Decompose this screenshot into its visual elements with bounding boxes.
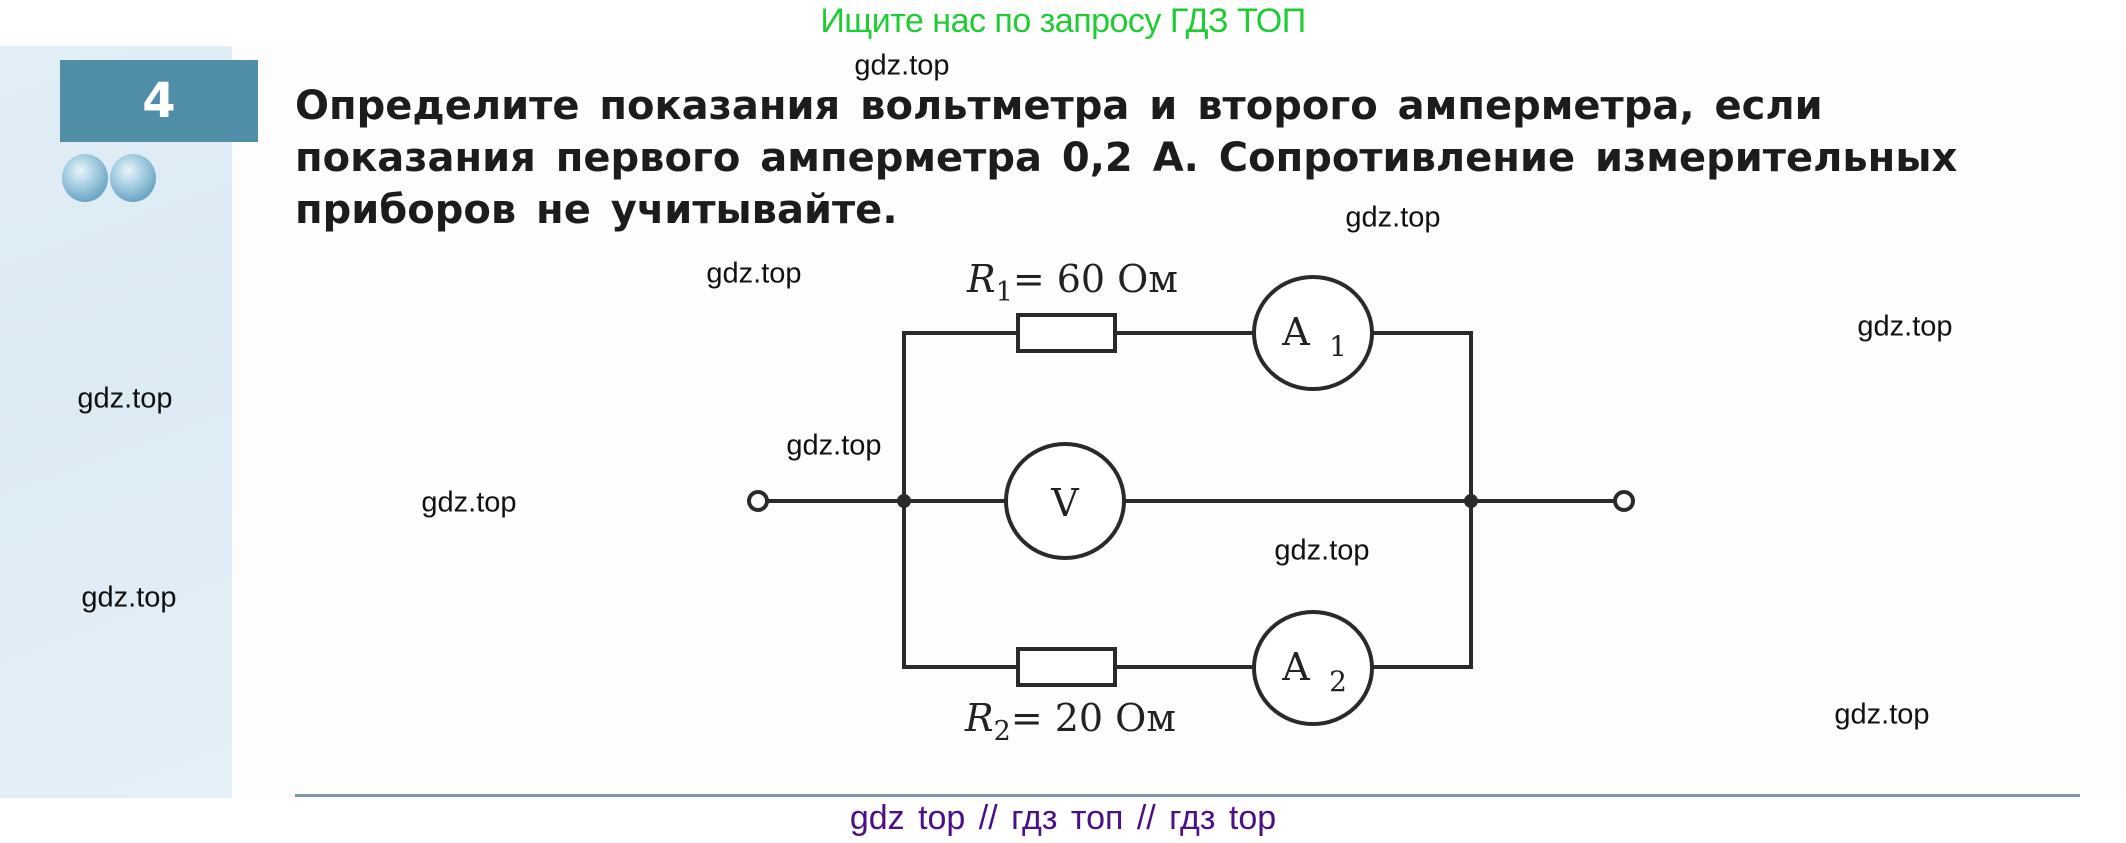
input-terminal-icon — [747, 490, 769, 512]
difficulty-ball-icon — [110, 154, 156, 202]
voltmeter-icon — [1004, 442, 1126, 560]
r1-symbol: R — [966, 257, 996, 301]
watermark-label: gdz.top — [81, 581, 177, 614]
question-line: Определите показания вольтметра и второг… — [295, 83, 1823, 129]
difficulty-indicator — [62, 154, 156, 204]
ammeter-a1-letter: A — [1281, 310, 1310, 354]
r1-value: = 60 Ом — [1013, 257, 1178, 301]
r1-label: R1= 60 Ом — [966, 257, 1178, 308]
page-divider — [295, 794, 2080, 797]
r1-subscript: 1 — [996, 277, 1013, 308]
watermark-label: gdz.top — [706, 257, 802, 290]
watermark-label: gdz.top — [77, 382, 173, 415]
resistor-r1-icon — [1016, 313, 1117, 353]
difficulty-ball-icon — [62, 154, 108, 202]
watermark-label: gdz.top — [421, 486, 517, 519]
watermark-label: gdz.top — [1857, 310, 1953, 343]
ammeter-a1-icon — [1252, 275, 1374, 391]
r2-symbol: R — [964, 696, 994, 740]
r2-subscript: 2 — [994, 716, 1011, 747]
output-terminal-icon — [1613, 490, 1635, 512]
watermark-label: gdz.top — [786, 429, 882, 462]
ammeter-a2-icon — [1252, 610, 1374, 726]
ammeter-a1-subscript: 1 — [1329, 330, 1347, 363]
question-line: показания первого амперметра 0,2 А. Сопр… — [295, 135, 1958, 181]
watermark-label: gdz.top — [1834, 698, 1930, 731]
task-question: Определите показания вольтметра и второг… — [295, 80, 2085, 236]
watermark-label: gdz.top — [1345, 201, 1441, 234]
r2-value: = 20 Ом — [1011, 696, 1176, 740]
question-line: приборов не учитывайте. — [295, 187, 898, 233]
junction-dot-icon — [1464, 494, 1478, 508]
ammeter-a2-subscript: 2 — [1329, 665, 1347, 698]
task-number-badge: 4 — [60, 60, 258, 142]
search-promo-banner: Ищите нас по запросу ГДЗ ТОП — [820, 2, 1306, 40]
voltmeter-letter: V — [1050, 481, 1079, 525]
footer-watermark: gdz top // гдз топ // гдз top — [849, 799, 1277, 837]
watermark-label: gdz.top — [1274, 534, 1370, 567]
ammeter-a2-letter: A — [1281, 645, 1310, 689]
resistor-r2-icon — [1016, 647, 1117, 687]
r2-label: R2= 20 Ом — [964, 696, 1176, 747]
watermark-label: gdz.top — [854, 49, 950, 82]
junction-dot-icon — [897, 494, 911, 508]
